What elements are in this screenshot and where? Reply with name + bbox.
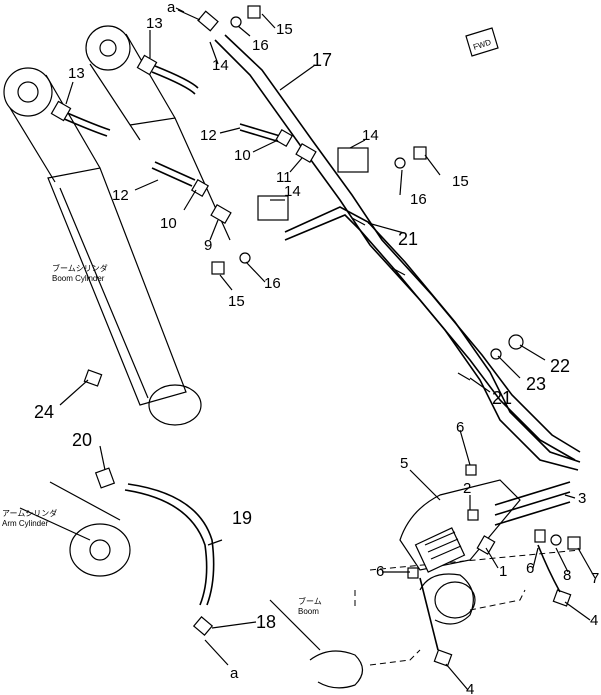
boom-cylinder-left	[3, 67, 202, 426]
callout-3: 3	[578, 490, 586, 507]
callout-19: 19	[232, 508, 252, 528]
callout-17: 17	[312, 50, 332, 70]
callout-15-lower: 15	[228, 293, 245, 310]
callout-12-upper: 12	[200, 127, 217, 144]
callout-10-upper: 10	[234, 147, 251, 164]
hose-12-upper	[239, 123, 281, 143]
callout-14-lower: 14	[284, 183, 301, 200]
callout-14-top: 14	[212, 57, 229, 74]
arm-cylinder-label-jp: アームシリンダ	[2, 508, 57, 518]
callout-5: 5	[400, 455, 408, 472]
callout-16-mid: 16	[410, 191, 427, 208]
leader-lines	[59, 9, 596, 691]
callout-11: 11	[276, 169, 292, 186]
fitting-parts	[50, 10, 572, 667]
callout-8: 8	[563, 567, 571, 584]
callout-16-lower: 16	[264, 275, 281, 292]
callout-13-lower: 13	[68, 65, 85, 82]
callout-21-upper: 21	[398, 229, 418, 249]
callout-7: 7	[591, 570, 599, 587]
boom-structure	[269, 549, 581, 689]
hose-13-upper	[151, 65, 199, 95]
clamps	[257, 147, 471, 381]
callout-6-right: 6	[526, 560, 534, 577]
callout-22: 22	[550, 356, 570, 376]
callout-16-top: 16	[252, 37, 269, 54]
callout-14-mid: 14	[362, 127, 379, 144]
callout-18: 18	[256, 612, 276, 632]
ref-a-bottom: a	[230, 665, 239, 682]
callout-13-upper: 13	[146, 15, 163, 32]
callout-23: 23	[526, 374, 546, 394]
callout-12-lower: 12	[112, 187, 129, 204]
ref-a-top: a	[167, 0, 176, 16]
callout-6-top: 6	[456, 419, 464, 436]
boom-label-en: Boom	[298, 607, 319, 616]
boom-label-jp: ブーム	[298, 596, 322, 606]
callout-9: 9	[204, 237, 212, 254]
callout-2: 2	[463, 480, 471, 497]
callout-24: 24	[34, 402, 54, 422]
hose-13-lower	[61, 111, 111, 137]
component-labels: ブームシリンダ Boom Cylinder アームシリンダ Arm Cylind…	[2, 263, 322, 616]
boom-cylinder-label-jp: ブームシリンダ	[52, 263, 108, 273]
callout-15-top: 15	[276, 21, 293, 38]
hose-19	[124, 483, 215, 606]
callout-numbers: 1 2 3 4 4 5 6 6 6 7 8 9 10 10 11 12 12 1…	[34, 15, 599, 695]
hose-12-lower	[151, 161, 196, 187]
hose-part-6	[419, 544, 561, 651]
fwd-arrow: FWD	[465, 27, 499, 57]
tube-bundle-17	[214, 34, 581, 471]
boom-cylinder-right	[85, 25, 231, 241]
callout-10-lower: 10	[160, 215, 177, 232]
callout-15-mid: 15	[452, 173, 469, 190]
callout-1: 1	[499, 563, 507, 580]
callout-4-bottom: 4	[466, 681, 474, 695]
valve-block-5	[399, 479, 521, 573]
callout-6-left: 6	[376, 563, 384, 580]
callout-4-right: 4	[590, 612, 598, 629]
callout-20: 20	[72, 430, 92, 450]
arm-cylinder-label-en: Arm Cylinder	[2, 519, 49, 528]
boom-cylinder-label-en: Boom Cylinder	[52, 274, 105, 283]
tube-ends-3	[494, 481, 571, 526]
arm-cylinder	[19, 481, 131, 577]
callout-21-lower: 21	[492, 388, 512, 408]
reference-marks: a a	[167, 0, 239, 682]
